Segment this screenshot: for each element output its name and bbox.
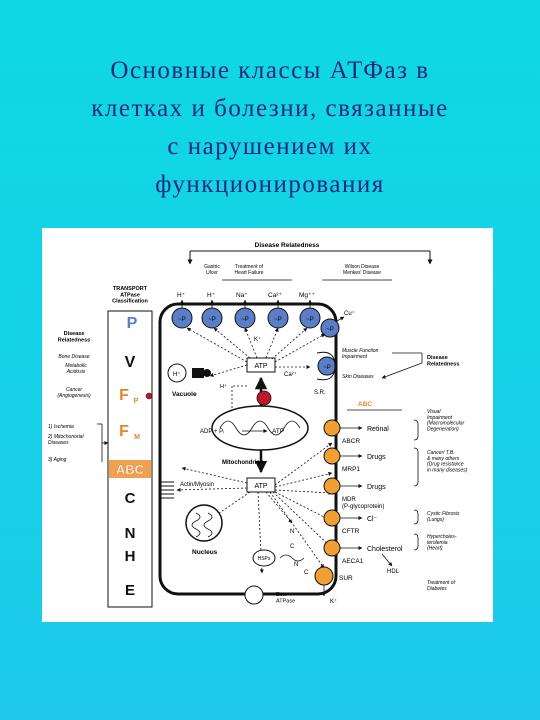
svg-text:HSPs: HSPs [258, 556, 271, 562]
skin-diseases: Skin Diseases [342, 374, 374, 380]
hsps [252, 549, 276, 567]
class-p: P [127, 315, 138, 332]
svg-text:ATP: ATP [254, 363, 267, 370]
svg-text:~P: ~P [306, 317, 314, 323]
hdl: HDL [387, 569, 400, 575]
p-atpase-pumps: ~P ~P ~P ~P ~P [171, 307, 321, 329]
sr-pump [317, 356, 337, 376]
ischemia: 1) Ischemia [48, 424, 74, 430]
disease-relatedness-top: Disease Relatedness [255, 242, 320, 249]
adp-label: ADP + Pᵢ [200, 429, 224, 435]
aeca1: AECA1 [342, 558, 364, 565]
class-fp-sub: P [134, 398, 139, 405]
sur: SUR [339, 575, 353, 582]
cu-ion: Cu⁺ [344, 310, 355, 317]
svg-text:H⁺: H⁺ [220, 383, 227, 390]
title-line-4: функционирования [155, 171, 385, 198]
mitochondrion-label: Mitochondrion [222, 460, 264, 466]
actin-label: Actin/Myosin [180, 482, 214, 488]
slide-title: Основные классы АТФаз в клетках и болезн… [20, 52, 520, 204]
bone-disease: Bone Disease [58, 354, 89, 360]
h-ion-vacuole: H⁺ [173, 371, 181, 378]
abc-right: ABC [358, 401, 372, 408]
drugs-1: Drugs [367, 454, 386, 461]
class-fm-sub: M [134, 434, 140, 441]
ion-na: Na⁺ [236, 292, 248, 299]
vacuole [167, 363, 187, 383]
class-abc: ABC [116, 462, 145, 477]
sr-label: S.R. [314, 390, 326, 396]
class-fp: F [119, 387, 129, 404]
class-c: C [125, 490, 136, 507]
cancer-tb: Cancer/ T.B.& many others(Drug resistanc… [427, 450, 468, 473]
class-n: N [125, 525, 136, 542]
class-strip [107, 310, 153, 608]
ion-ca: Ca²⁺ [268, 292, 282, 299]
abcr: ABCR [342, 438, 360, 445]
svg-text:~P: ~P [208, 317, 216, 323]
ca-ion: Ca²⁺ [284, 371, 297, 378]
svg-text:C: C [290, 544, 295, 550]
v-atpase [192, 368, 204, 378]
cancer-left: Cancer(Angiogenesis) [57, 387, 91, 399]
svg-text:~P: ~P [323, 365, 331, 371]
cftr: CFTR [342, 528, 360, 535]
title-line-3: с нарушением их [167, 133, 373, 160]
mitochondrion [211, 405, 309, 451]
actin-myosin-icon [160, 481, 174, 499]
class-abc-bg [109, 460, 151, 478]
svg-text:~P: ~P [274, 317, 282, 323]
k-ion-bottom: K⁺ [330, 598, 337, 605]
mdr: MDR(P-glycoprotein) [342, 497, 384, 510]
retinal: Retinal [367, 426, 389, 433]
class-h: H [125, 548, 136, 565]
class-e: E [125, 582, 135, 599]
ion-h2: H⁺ [207, 292, 216, 299]
svg-text:C: C [304, 570, 309, 576]
ion-mg: Mg⁺⁺ [299, 292, 315, 299]
cystic-fibrosis: Cystic Fibrosis(Lungs) [427, 511, 460, 523]
ecto-atpase [244, 585, 264, 605]
class-v: V [125, 354, 136, 371]
svg-text:N: N [290, 529, 294, 535]
hypercholesterolemia: Hypercholes-terolemia(Heart) [427, 534, 457, 552]
svg-text:N: N [294, 562, 298, 568]
ion-h1: H⁺ [177, 292, 186, 299]
svg-text:~P: ~P [326, 327, 334, 333]
aging: 3) Aging [48, 457, 67, 463]
nucleus-label: Nucleus [192, 549, 218, 556]
drugs-2: Drugs [367, 484, 386, 491]
cl-ion: Cl⁻ [367, 516, 378, 523]
title-line-2: клетках и болезни, связанные [91, 95, 449, 122]
mrp1: MRP1 [342, 466, 360, 473]
vacuole-label: Vacuole [172, 391, 197, 398]
svg-text:~P: ~P [241, 317, 249, 323]
nucleus [185, 504, 223, 542]
class-fm: F [119, 423, 129, 440]
f-atpase-red [256, 390, 272, 406]
k-ion-top: K⁺ [254, 336, 261, 343]
svg-text:ATP: ATP [254, 483, 267, 490]
atp-mito: ATP [272, 428, 284, 435]
svg-text:~P: ~P [178, 317, 186, 323]
cu-pump [320, 318, 340, 338]
cholesterol: Cholesterol [367, 546, 403, 553]
title-line-1: Основные классы АТФаз в [110, 57, 430, 84]
